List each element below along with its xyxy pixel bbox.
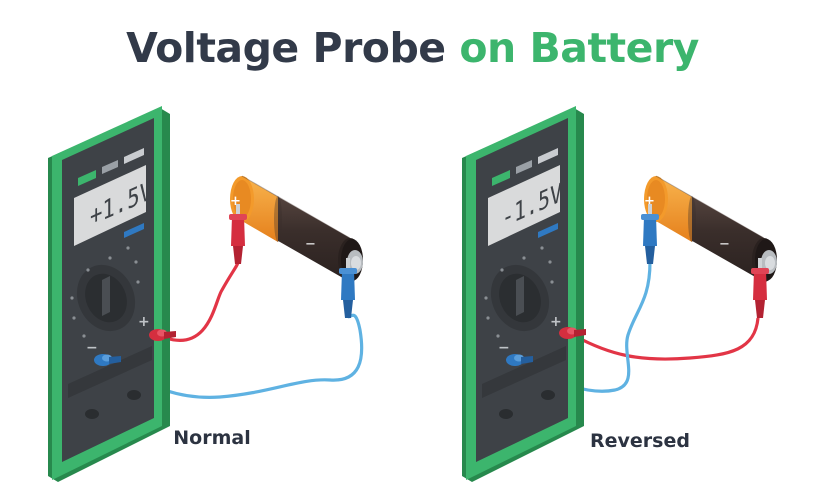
panel-normal: +1.5V − + + − [48,106,364,482]
wire-red-normal [165,261,240,342]
meter-pos-sign-normal: + [138,314,150,330]
battery-plus-normal: + [230,194,241,209]
meter-neg-sign-normal: − [86,340,98,356]
battery-reversed [643,175,778,283]
meter-neg-sign-reversed: − [498,340,510,356]
title-part-2: on Battery [459,24,699,72]
title-part-1: Voltage Probe [126,24,446,72]
wire-red-reversed [574,317,760,361]
page-title: Voltage Probe on Battery [0,18,825,78]
battery-normal [229,175,364,283]
multimeter-reversed [462,106,584,482]
battery-plus-reversed: + [644,194,655,209]
panel-reversed: -1.5V − + + − [462,106,778,482]
battery-minus-normal: − [305,237,316,252]
caption-normal: Normal [173,427,251,449]
meter-pos-sign-reversed: + [550,314,562,330]
multimeter-normal [48,106,170,482]
caption-reversed: Reversed [590,430,690,452]
wire-blue-normal [109,313,364,399]
battery-minus-reversed: − [719,237,730,252]
